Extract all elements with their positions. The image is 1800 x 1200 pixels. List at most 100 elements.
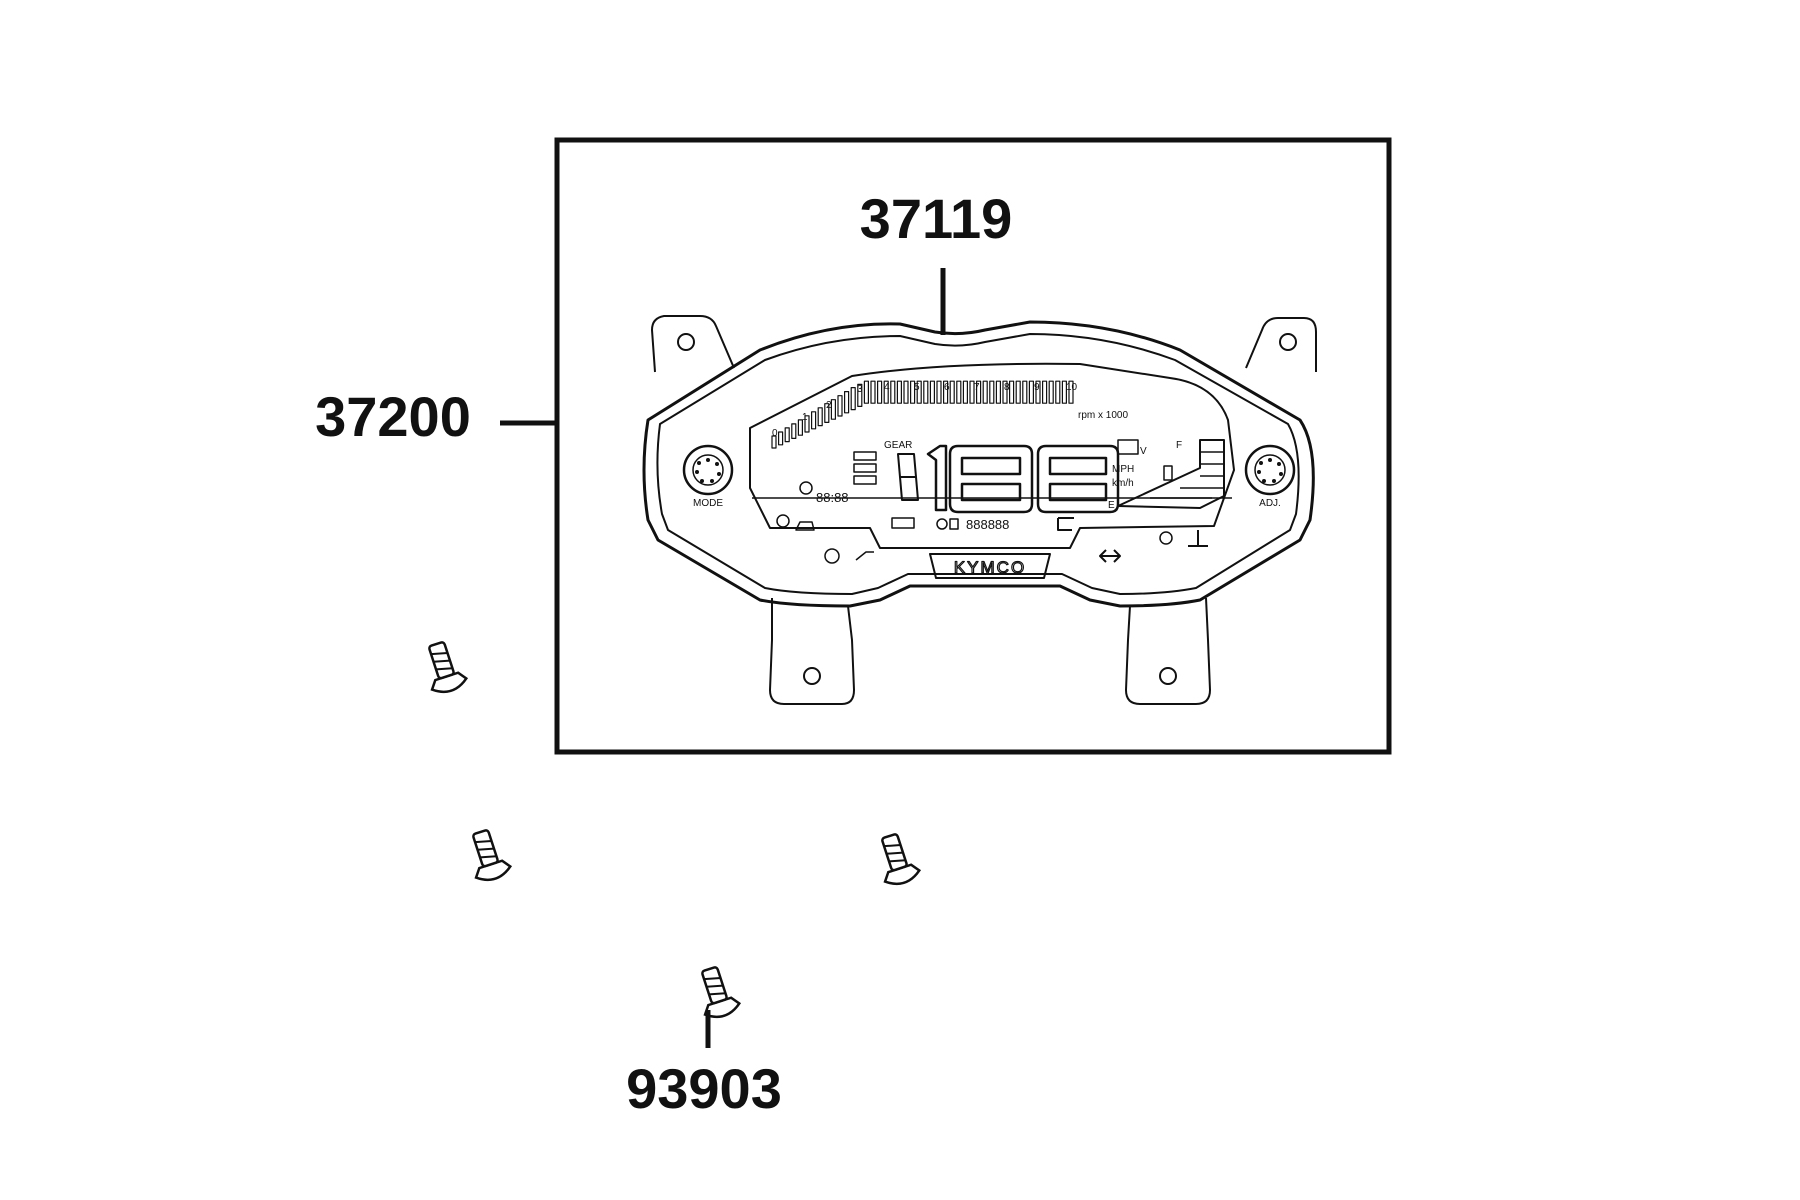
rpm-bar-segment	[771, 435, 777, 449]
rpm-bar-segment	[804, 415, 810, 433]
mount-hole-lower-left	[803, 667, 821, 685]
mode-button[interactable]	[682, 444, 734, 496]
rpm-bar-segment	[857, 383, 863, 407]
rpm-bar-segment	[956, 380, 962, 404]
rpm-bar-segment	[870, 380, 876, 404]
odo-icon-a	[936, 518, 948, 530]
rpm-bar-segment	[1068, 380, 1074, 404]
rpm-bar-segment	[1048, 380, 1054, 404]
rpm-bar-segment	[791, 423, 797, 439]
speed-unit-kmh: km/h	[1112, 478, 1134, 489]
meter-assembly: 0 1 2 3 4 5 6 7 8 9 10 rpm x 1000 GEAR	[642, 315, 1317, 705]
meter-housing-inner	[656, 333, 1300, 595]
mount-hole-lower-right	[1159, 667, 1177, 685]
meter-housing-outer	[642, 320, 1315, 608]
rpm-bar-segment	[1061, 380, 1068, 404]
turn-signal-icon	[1099, 549, 1121, 563]
rpm-bar-segment	[890, 380, 896, 404]
mount-ear-right	[1245, 317, 1317, 372]
rpm-bar-segment	[923, 380, 929, 404]
mode-button-dots	[695, 458, 721, 483]
rpm-bar-segment	[810, 411, 817, 430]
rpm-tick-9: 9	[1034, 382, 1040, 393]
rpm-bar-segment	[975, 380, 982, 404]
screw	[701, 966, 742, 1019]
oil-icon	[1159, 531, 1173, 545]
mode-indicator-1	[853, 451, 877, 461]
fuel-full-label: F	[1176, 440, 1182, 451]
rpm-tick-3: 3	[857, 384, 863, 395]
rpm-bar-segment	[850, 387, 856, 411]
odometer-display: 888888	[966, 517, 1009, 532]
rpm-bar-segment	[1055, 380, 1061, 404]
rpm-bar-segment	[909, 380, 916, 404]
rpm-bar-segment	[843, 391, 850, 414]
adj-button[interactable]	[1244, 444, 1296, 496]
gear-label: GEAR	[884, 440, 912, 451]
mode-indicator-3	[853, 475, 877, 485]
rpm-bar-segment	[1008, 380, 1015, 404]
rpm-bar-segment	[883, 380, 889, 404]
gear-digit	[897, 453, 919, 501]
screw	[881, 833, 922, 886]
rpm-bar-segment	[797, 419, 804, 436]
rpm-bar-segment	[1028, 380, 1035, 404]
rpm-bar-segment	[982, 380, 988, 404]
rpm-bar-segment	[1041, 380, 1048, 404]
rpm-tick-4: 4	[884, 382, 890, 393]
rpm-bar-segment	[929, 380, 936, 404]
display-lens	[749, 362, 1235, 549]
rpm-bar-segment	[916, 380, 922, 404]
mount-ear-left	[651, 315, 735, 373]
rpm-bar-segment	[824, 403, 830, 424]
rpm-bar-segment	[989, 380, 995, 404]
rpm-tick-10: 10	[1066, 382, 1078, 393]
rpm-bar-segment	[896, 380, 903, 404]
rpm-bar-segment	[1035, 380, 1041, 404]
high-beam-icon	[776, 514, 790, 528]
speed-unit-mph: MPH	[1112, 464, 1134, 475]
rpm-bar-segment	[962, 380, 969, 404]
rpm-unit: rpm x 1000	[1078, 410, 1128, 421]
abs-icon	[824, 548, 840, 564]
mount-bracket-lower-left	[769, 598, 855, 705]
assembly-frame	[554, 137, 1392, 755]
speed-digit-2	[948, 444, 1034, 514]
fuel-pump-icon	[1163, 465, 1173, 481]
temp-indicator	[1057, 517, 1074, 531]
fuel-gauge-segments	[1150, 451, 1224, 499]
rpm-bar-segment	[863, 380, 870, 404]
rpm-bar-segment	[777, 431, 784, 446]
mount-hole-left	[677, 333, 695, 351]
rpm-bar-segment	[837, 395, 843, 417]
screw	[428, 641, 469, 694]
mount-bracket-lower-right	[1125, 597, 1211, 705]
rpm-bar-segment	[1015, 380, 1021, 404]
adj-button-label: ADJ.	[1259, 498, 1281, 509]
speed-digits	[926, 444, 1120, 514]
mount-hole-right	[1279, 333, 1297, 351]
signal-icon	[855, 551, 874, 561]
rpm-bar-segment	[936, 380, 942, 404]
mode-indicator-2	[853, 463, 877, 473]
rpm-bar-segment	[817, 407, 823, 427]
fuel-empty-label: E	[1108, 500, 1115, 511]
volt-unit: V	[1140, 446, 1147, 457]
fuel-gauge	[1117, 439, 1225, 509]
mode-button-label: MODE	[693, 498, 723, 509]
sidestand-icon	[1188, 530, 1208, 547]
brand-logo: KYMCO	[954, 558, 1026, 577]
clock-display: 88:88	[816, 490, 849, 505]
label-93903: 93903	[626, 1057, 782, 1120]
adj-button-dots	[1257, 458, 1283, 483]
engine-check-icon	[795, 521, 815, 531]
adj-button-inner	[1254, 454, 1286, 486]
rpm-bar-segment	[903, 380, 909, 404]
label-37119: 37119	[860, 187, 1013, 250]
rpm-tick-0: 0	[772, 428, 778, 439]
screw	[472, 829, 513, 882]
rpm-bar-segment	[995, 380, 1002, 404]
rpm-bar-segment	[942, 380, 949, 404]
odo-icon-b	[949, 518, 959, 530]
